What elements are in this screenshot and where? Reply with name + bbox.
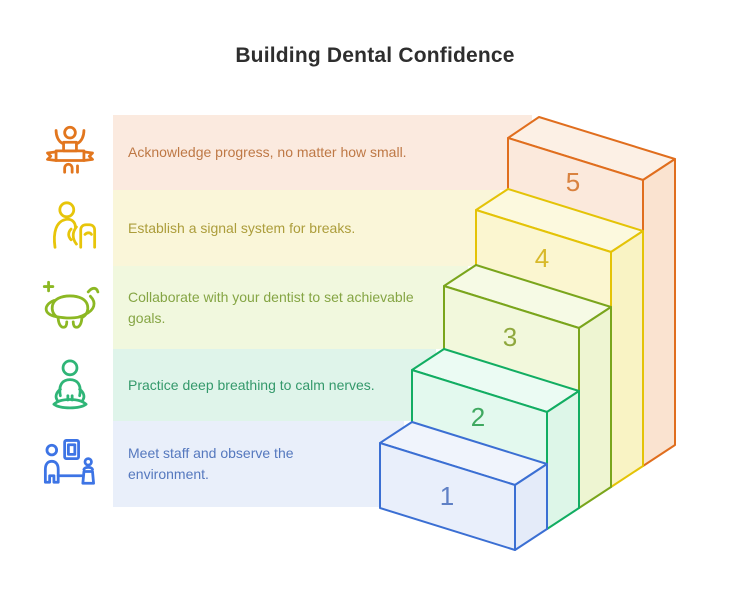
row-text-line: Establish a signal system for breaks. bbox=[128, 219, 356, 236]
step-1-box: 1 bbox=[379, 421, 548, 551]
row-text-line: environment. bbox=[128, 466, 209, 482]
row-band: Collaborate with your dentist to set ach… bbox=[113, 266, 468, 349]
step-front-face bbox=[379, 442, 516, 551]
process-row-collaborate: Collaborate with your dentist to set ach… bbox=[0, 266, 750, 349]
step-number-label: 3 bbox=[503, 322, 517, 352]
row-text-line: Practice deep breathing to calm nerves. bbox=[128, 376, 375, 393]
step-side-face bbox=[578, 306, 612, 509]
row-band: Acknowledge progress, no matter how smal… bbox=[113, 115, 532, 190]
process-row-acknowledge: Acknowledge progress, no matter how smal… bbox=[0, 115, 750, 190]
page-title: Building Dental Confidence bbox=[235, 44, 515, 67]
row-band: Establish a signal system for breaks. bbox=[113, 190, 500, 266]
step-number-label: 4 bbox=[535, 243, 549, 273]
step-number-label: 2 bbox=[471, 402, 485, 432]
step-side-face bbox=[642, 158, 676, 467]
signal-hand-icon bbox=[40, 198, 100, 258]
row-text-line: Meet staff and observe the bbox=[128, 445, 294, 461]
row-band: Meet staff and observe the environment. bbox=[113, 421, 404, 507]
step-side-face bbox=[610, 230, 644, 488]
row-text-line: goals. bbox=[128, 309, 166, 326]
meditation-icon bbox=[40, 355, 100, 415]
row-text-line: Collaborate with your dentist to set ach… bbox=[128, 288, 414, 305]
row-band: Practice deep breathing to calm nerves. bbox=[113, 349, 436, 421]
tooth-care-icon bbox=[40, 278, 100, 338]
step-number-label: 5 bbox=[566, 167, 580, 197]
process-row-meet-staff: Meet staff and observe the environment. bbox=[0, 421, 750, 507]
row-text-line: Acknowledge progress, no matter how smal… bbox=[128, 144, 407, 160]
step-side-face bbox=[546, 390, 580, 530]
process-row-breathing: Practice deep breathing to calm nerves. bbox=[0, 349, 750, 421]
winner-icon bbox=[40, 123, 100, 183]
process-row-signal: Establish a signal system for breaks. bbox=[0, 190, 750, 266]
step-number-label: 1 bbox=[440, 481, 454, 511]
meet-staff-icon bbox=[40, 434, 100, 494]
